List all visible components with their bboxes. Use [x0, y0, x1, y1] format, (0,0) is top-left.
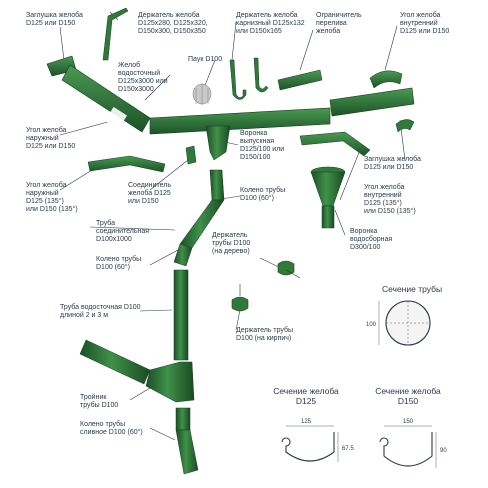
label-elbow-drain: Колено трубы сливное D100 (60°): [80, 421, 143, 436]
collector-funnel: [310, 166, 346, 229]
label-spider: Паук D100: [188, 56, 223, 63]
label-pipe-connector: Труба соединительная D100x1000: [96, 220, 150, 243]
leader-lines: [59, 11, 406, 441]
label-inner-corner-top: Угол желоба внутренний D125 или D150: [400, 12, 450, 35]
d125-depth-label: 67.5: [342, 446, 354, 452]
fascia-holder-2: [253, 57, 269, 93]
gutter-d125-title: Сечение желоба D125: [273, 386, 339, 406]
label-end-cap-right: Заглушка желоба D125 или D150: [364, 156, 421, 171]
end-cap-right: [395, 119, 415, 133]
d150-width-label: 150: [403, 419, 414, 425]
pipe-holder-brick: [231, 284, 249, 312]
outlet-funnel: [205, 125, 231, 161]
label-holder-wood: Держатель трубы D100 (на дерево): [212, 232, 251, 255]
label-end-cap: Заглушка желоба D125 или D150: [26, 12, 83, 27]
pipe-holder-wood: [277, 260, 301, 279]
gutter-connector: [185, 145, 197, 165]
label-overflow: Ограничитель перелива желоба: [316, 12, 362, 35]
label-pipe-long: Труба водосточная D100 длиной 2 и 3 м: [60, 304, 141, 319]
pipe-dia-label: 100: [366, 322, 377, 328]
label-holder: Держатель желоба D125x280, D125x320, D15…: [138, 12, 208, 35]
label-elbow-60-top: Колено трубы D100 (60°): [240, 187, 286, 202]
gutter-long-right: [149, 107, 331, 135]
gutter-section-d125: 125 67.5: [281, 419, 354, 462]
gutter-cut: [104, 106, 128, 130]
downpipe-assembly: [79, 169, 225, 475]
label-tee: Тройник трубы D100: [80, 394, 119, 409]
label-outer-corner-135: Угол желоба наружный D125 (135°) или D15…: [26, 182, 78, 213]
fascia-holder-1: [229, 59, 247, 100]
label-holder-fascia: Держатель желоба карнизный D125x132 или …: [236, 12, 305, 35]
outer-corner-135: [87, 155, 166, 173]
gutter-holder-hook: [102, 7, 129, 61]
gutter-d150-title: Сечение желоба D150: [375, 386, 441, 406]
label-elbow-60-mid: Колено трубы D100 (60°): [96, 256, 142, 271]
d125-width-label: 125: [301, 419, 312, 425]
label-funnel: Воронка выпускная D125/100 или D150/100: [240, 130, 285, 161]
label-holder-brick: Держатель трубы D100 (на кирпич): [236, 327, 294, 342]
inner-corner-top: [369, 70, 403, 89]
label-inner-corner-135: Угол желоба внутренний D125 (135°) или D…: [364, 184, 416, 215]
label-gutter: Желоб водосточный D125x3000 или D150x300…: [118, 62, 168, 93]
inner-corner-135: [299, 131, 371, 157]
gutter-section-d150: 150 90: [379, 419, 447, 468]
overflow-limiter: [277, 69, 323, 91]
pipe-section-drawing: 100: [366, 300, 431, 346]
d150-depth-label: 90: [440, 448, 447, 454]
label-outer-corner: Угол желоба наружный D125 или D150: [26, 127, 76, 150]
label-connector: Соединитель желоба D125 или D150: [128, 182, 171, 205]
spider-filter: [192, 83, 212, 105]
gutter-right-segment: [329, 87, 415, 117]
gutter-long-left: [61, 64, 151, 133]
label-collector: Воронка водосборная D300/100: [350, 228, 393, 251]
pipe-section-title: Сечение трубы: [381, 284, 443, 294]
